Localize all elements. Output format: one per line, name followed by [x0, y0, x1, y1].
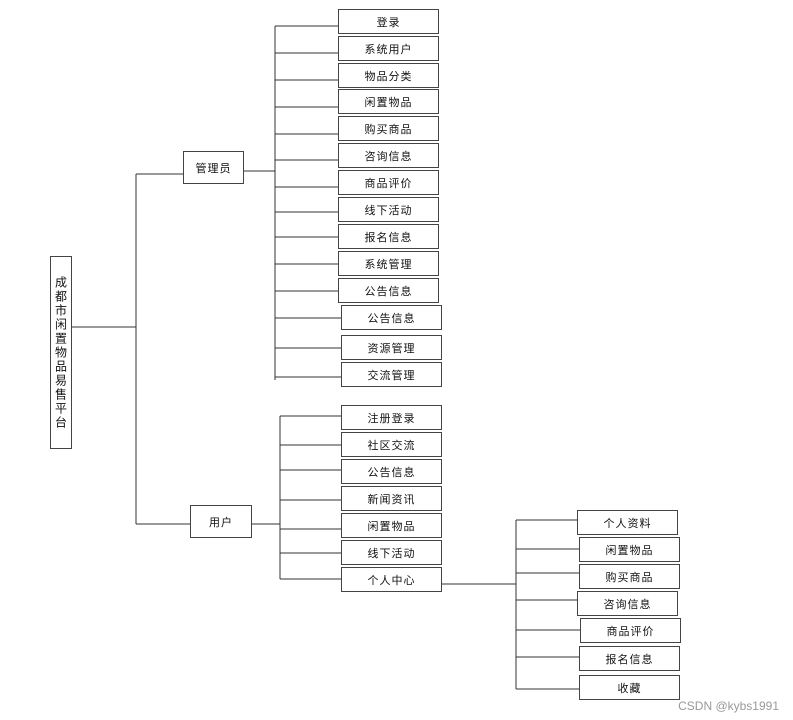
root-node: 成都市闲置物品易售平台 [50, 256, 72, 449]
user-child-personal-center: 个人中心 [341, 567, 442, 592]
admin-child-system-users: 系统用户 [338, 36, 439, 61]
user-child-offline-activity: 线下活动 [341, 540, 442, 565]
admin-child-goods-review: 商品评价 [338, 170, 439, 195]
user-child-news: 新闻资讯 [341, 486, 442, 511]
center-child-purchase-goods: 购买商品 [579, 564, 680, 589]
center-child-signup-info: 报名信息 [579, 646, 680, 671]
admin-child-offline-activity: 线下活动 [338, 197, 439, 222]
watermark: CSDN @kybs1991 [678, 699, 779, 713]
admin-child-system-management: 系统管理 [338, 251, 439, 276]
user-child-announcement: 公告信息 [341, 459, 442, 484]
center-child-profile: 个人资料 [577, 510, 678, 535]
center-child-goods-review: 商品评价 [580, 618, 681, 643]
admin-child-purchase-goods: 购买商品 [338, 116, 439, 141]
admin-node: 管理员 [183, 151, 244, 184]
admin-child-idle-items: 闲置物品 [338, 89, 439, 114]
admin-child-exchange-management: 交流管理 [341, 362, 442, 387]
center-child-favorites: 收藏 [579, 675, 680, 700]
admin-child-resource-management: 资源管理 [341, 335, 442, 360]
admin-child-announcement: 公告信息 [338, 278, 439, 303]
center-child-idle-items: 闲置物品 [579, 537, 680, 562]
user-child-register-login: 注册登录 [341, 405, 442, 430]
admin-child-login: 登录 [338, 9, 439, 34]
user-node: 用户 [190, 505, 252, 538]
admin-child-signup-info: 报名信息 [338, 224, 439, 249]
admin-child-item-category: 物品分类 [338, 63, 439, 88]
user-child-community: 社区交流 [341, 432, 442, 457]
admin-child-consult-info: 咨询信息 [338, 143, 439, 168]
user-child-idle-items: 闲置物品 [341, 513, 442, 538]
admin-child-announcement-2: 公告信息 [341, 305, 442, 330]
center-child-consult-info: 咨询信息 [577, 591, 678, 616]
